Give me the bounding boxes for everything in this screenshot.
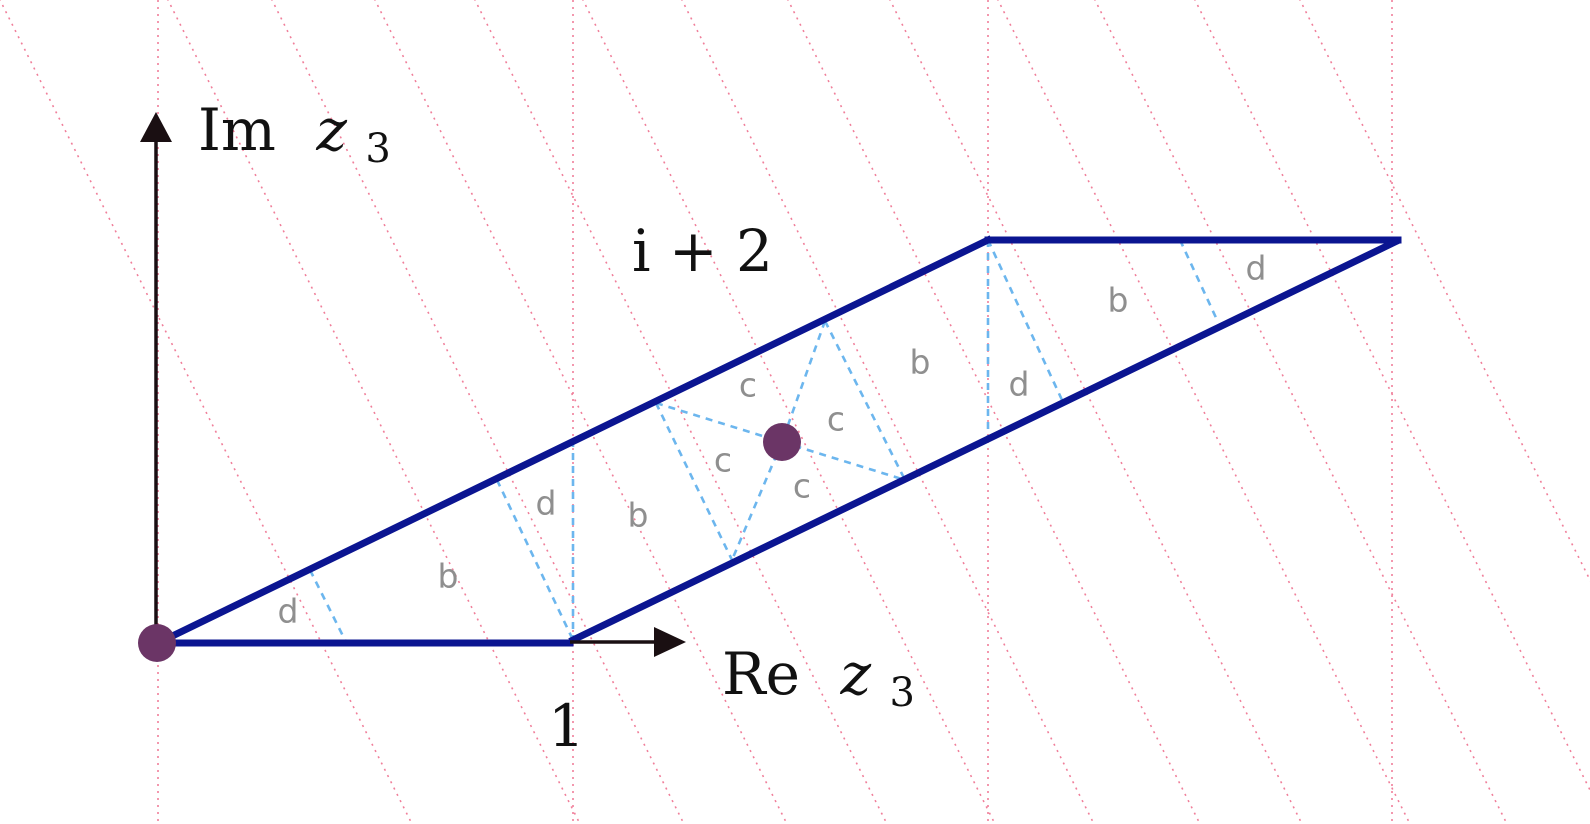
- region-label: c: [739, 366, 757, 405]
- lattice-diagonal-line: [1094, 0, 1508, 824]
- cell-edge: [730, 441, 784, 561]
- boundary-right-edge: [568, 237, 1400, 645]
- cell-edge: [781, 440, 906, 482]
- region-label: d: [1009, 365, 1030, 404]
- cell-subdivisions: [308, 239, 1220, 643]
- lattice-diagonal-line: [1194, 0, 1590, 792]
- imaginary-axis-label: Im z 3: [198, 96, 391, 172]
- im-subscript: 3: [365, 126, 390, 172]
- imaginary-axis-arrow-icon: [140, 112, 172, 142]
- region-label: c: [827, 400, 845, 439]
- region-label: d: [1246, 249, 1267, 288]
- cell-edge: [780, 320, 827, 443]
- im-text: Im: [198, 96, 276, 164]
- axes: [140, 112, 686, 657]
- lattice-diagonal-line: [997, 0, 1411, 824]
- re-text: Re: [722, 640, 800, 708]
- corner-label-bottom: 1: [548, 692, 585, 760]
- lattice-diagonal-line: [889, 0, 1303, 824]
- center-point: [763, 423, 801, 461]
- region-label: b: [438, 557, 459, 596]
- re-subscript: 3: [889, 670, 914, 716]
- cell-edge: [308, 569, 348, 643]
- im-variable: z: [315, 96, 347, 164]
- region-label: d: [278, 592, 299, 631]
- region-label: b: [910, 343, 931, 382]
- cell-edge: [986, 239, 1064, 401]
- boundary-left-edge: [153, 235, 993, 648]
- corner-label-top: i + 2: [632, 217, 773, 285]
- region-label: b: [1108, 281, 1129, 320]
- domain-boundary: [153, 235, 1402, 648]
- region-label: c: [793, 467, 811, 506]
- region-label: b: [628, 496, 649, 535]
- origin-point: [138, 624, 176, 662]
- cell-edge: [654, 402, 734, 561]
- region-labels: d b d b c c c c b d b d: [278, 249, 1267, 631]
- region-label: c: [714, 441, 732, 480]
- cell-edge: [1178, 239, 1220, 323]
- real-axis-label: Re z 3: [722, 640, 915, 716]
- cell-edge: [655, 401, 783, 444]
- cell-edge: [495, 479, 575, 641]
- region-label: d: [536, 484, 557, 523]
- cell-edge: [823, 320, 907, 481]
- re-variable: z: [839, 640, 871, 708]
- real-axis-arrow-icon: [654, 627, 686, 657]
